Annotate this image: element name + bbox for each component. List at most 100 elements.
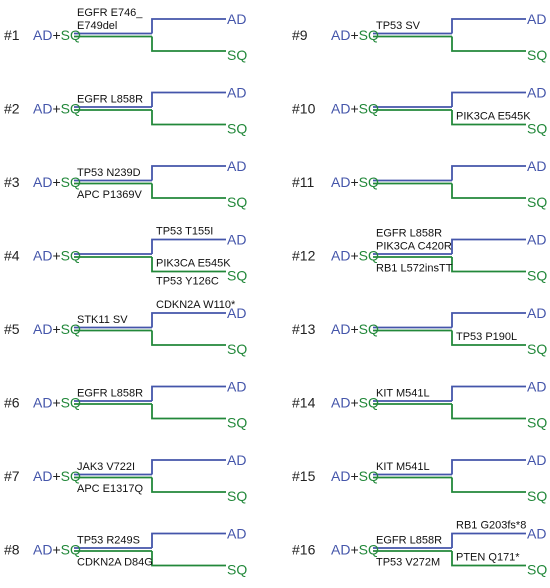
trunk-mutation: EGFR E746_ xyxy=(77,7,143,19)
root-label: AD+SQ xyxy=(331,321,379,337)
root-label: AD+SQ xyxy=(33,395,81,411)
ad-branch xyxy=(451,532,526,548)
case-number: #4 xyxy=(4,248,20,264)
ad-mutation: TP53 T155I xyxy=(156,226,213,238)
ad-branch xyxy=(451,165,526,181)
leaf-label-ad: AD xyxy=(227,85,246,101)
ad-branch xyxy=(151,459,226,475)
trunk-mutation-below: APC P1369V xyxy=(77,189,142,201)
case-number: #14 xyxy=(292,395,316,411)
trunk-mutation: EGFR L858R xyxy=(77,388,143,400)
sq-branch xyxy=(151,330,226,346)
sq-branch xyxy=(151,404,226,420)
sq-branch xyxy=(451,551,526,567)
ad-branch xyxy=(451,385,526,401)
sq-branch xyxy=(451,257,526,273)
leaf-label-ad: AD xyxy=(227,11,246,27)
ad-branch xyxy=(151,385,226,401)
leaf-label-ad: AD xyxy=(527,305,546,321)
trunk-mutation: TP53 N239D xyxy=(77,167,141,179)
ad-branch xyxy=(151,165,226,181)
root-label: AD+SQ xyxy=(33,27,81,43)
ad-mutation: RB1 G203fs*8 xyxy=(456,520,526,532)
leaf-label-sq: SQ xyxy=(227,415,247,431)
sq-branch xyxy=(451,110,526,126)
case-number: #1 xyxy=(4,27,20,43)
leaf-label-ad: AD xyxy=(527,452,546,468)
sq-branch xyxy=(151,110,226,126)
tree-case-12 xyxy=(373,238,526,273)
leaf-label-sq: SQ xyxy=(527,562,547,578)
case-number: #16 xyxy=(292,542,316,558)
tree-case-3 xyxy=(74,165,226,199)
tree-case-8 xyxy=(74,532,226,567)
trunk-mutation: STK11 SV xyxy=(77,314,128,326)
root-label: AD+SQ xyxy=(33,101,81,117)
root-label: AD+SQ xyxy=(331,395,379,411)
trunk-mutation: E749del xyxy=(77,20,117,32)
trunk-mutation: EGFR L858R xyxy=(376,228,442,240)
leaf-label-sq: SQ xyxy=(227,194,247,210)
leaf-label-sq: SQ xyxy=(227,341,247,357)
trunk-mutation: EGFR L858R xyxy=(77,94,143,106)
case-number: #9 xyxy=(292,27,308,43)
leaf-label-ad: AD xyxy=(527,232,546,248)
sq-branch xyxy=(451,477,526,493)
trunk-mutation: KIT M541L xyxy=(376,461,430,473)
leaf-label-sq: SQ xyxy=(527,268,547,284)
leaf-label-ad: AD xyxy=(527,526,546,542)
trunk-mutation: PIK3CA C420R xyxy=(376,241,452,253)
tree-case-5 xyxy=(74,312,226,346)
ad-branch xyxy=(451,459,526,475)
ad-branch xyxy=(151,238,226,254)
leaf-label-sq: SQ xyxy=(527,341,547,357)
tree-case-1 xyxy=(74,18,226,52)
leaf-label-ad: AD xyxy=(227,305,246,321)
tree-case-9 xyxy=(373,18,526,52)
case-number: #6 xyxy=(4,395,20,411)
root-label: AD+SQ xyxy=(33,321,81,337)
sq-branch xyxy=(451,183,526,199)
trunk-mutation: TP53 R249S xyxy=(77,535,140,547)
ad-branch xyxy=(451,312,526,328)
leaf-label-sq: SQ xyxy=(527,121,547,137)
ad-branch xyxy=(151,312,226,328)
tree-case-15 xyxy=(373,459,526,493)
leaf-label-ad: AD xyxy=(227,158,246,174)
leaf-label-sq: SQ xyxy=(227,562,247,578)
trunk-mutation-below: APC E1317Q xyxy=(77,483,143,495)
root-label: AD+SQ xyxy=(331,101,379,117)
case-number: #10 xyxy=(292,101,316,117)
trunk-mutation: KIT M541L xyxy=(376,388,430,400)
trunk-mutation: TP53 SV xyxy=(376,20,421,32)
ad-branch xyxy=(451,18,526,34)
tree-case-13 xyxy=(373,312,526,346)
leaf-label-ad: AD xyxy=(227,452,246,468)
tree-case-2 xyxy=(74,91,226,126)
leaf-label-ad: AD xyxy=(227,379,246,395)
case-number: #11 xyxy=(292,174,315,190)
leaf-label-sq: SQ xyxy=(527,47,547,63)
sq-mutation: TP53 P190L xyxy=(456,331,517,343)
tree-case-4 xyxy=(74,238,226,273)
leaf-label-ad: AD xyxy=(527,158,546,174)
case-number: #5 xyxy=(4,321,20,337)
case-number: #2 xyxy=(4,101,20,117)
root-label: AD+SQ xyxy=(331,174,379,190)
case-number: #7 xyxy=(4,468,20,484)
trunk-mutation-below: CDKN2A D84G xyxy=(77,557,153,569)
tree-case-6 xyxy=(74,385,226,420)
sq-branch xyxy=(451,330,526,346)
root-label: AD+SQ xyxy=(331,27,379,43)
case-number: #13 xyxy=(292,321,316,337)
root-label: AD+SQ xyxy=(331,248,379,264)
leaf-label-ad: AD xyxy=(227,232,246,248)
sq-mutation: PIK3CA E545K xyxy=(456,111,531,123)
sq-branch xyxy=(151,36,226,52)
leaf-label-sq: SQ xyxy=(527,415,547,431)
root-label: AD+SQ xyxy=(331,542,379,558)
sq-branch xyxy=(451,36,526,52)
case-number: #8 xyxy=(4,542,20,558)
root-label: AD+SQ xyxy=(33,468,81,484)
